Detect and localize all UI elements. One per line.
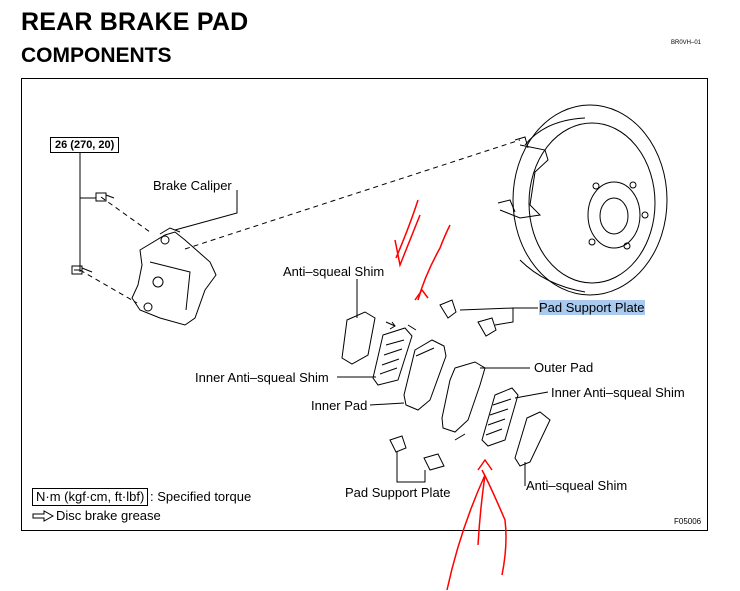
grease-legend-desc: Disc brake grease xyxy=(56,508,161,523)
inner-anti-squeal-shim-right-label: Inner Anti–squeal Shim xyxy=(551,385,685,400)
torque-legend-desc: : Specified torque xyxy=(150,489,252,504)
anti-squeal-shim-top-label: Anti–squeal Shim xyxy=(283,264,385,279)
pad-support-plate-bottom-label: Pad Support Plate xyxy=(345,485,451,500)
outer-pad-label: Outer Pad xyxy=(534,360,594,375)
inner-anti-squeal-shim-left-label: Inner Anti–squeal Shim xyxy=(195,370,329,385)
inner-pad-label: Inner Pad xyxy=(311,398,368,413)
page-title: REAR BRAKE PAD xyxy=(21,8,249,36)
pad-support-plate-top-label: Pad Support Plate xyxy=(539,300,645,315)
brake-caliper-drawing xyxy=(131,227,217,326)
document-id: BR0VH–01 xyxy=(671,40,702,46)
anti-squeal-shim-bottom-label: Anti–squeal Shim xyxy=(526,478,628,493)
diagram-frame xyxy=(21,78,708,531)
torque-unit-legend: N·m (kgf·cm, ft·lbf) xyxy=(32,488,149,506)
brake-disc-drawing xyxy=(497,104,668,296)
caliper-bolts xyxy=(71,192,115,275)
torque-spec-label: 26 (270, 20) xyxy=(50,137,120,153)
brake-caliper-label: Brake Caliper xyxy=(153,178,232,193)
red-annotation-marks xyxy=(394,199,507,591)
figure-id: F05006 xyxy=(674,517,702,526)
section-subtitle: COMPONENTS xyxy=(21,44,172,67)
